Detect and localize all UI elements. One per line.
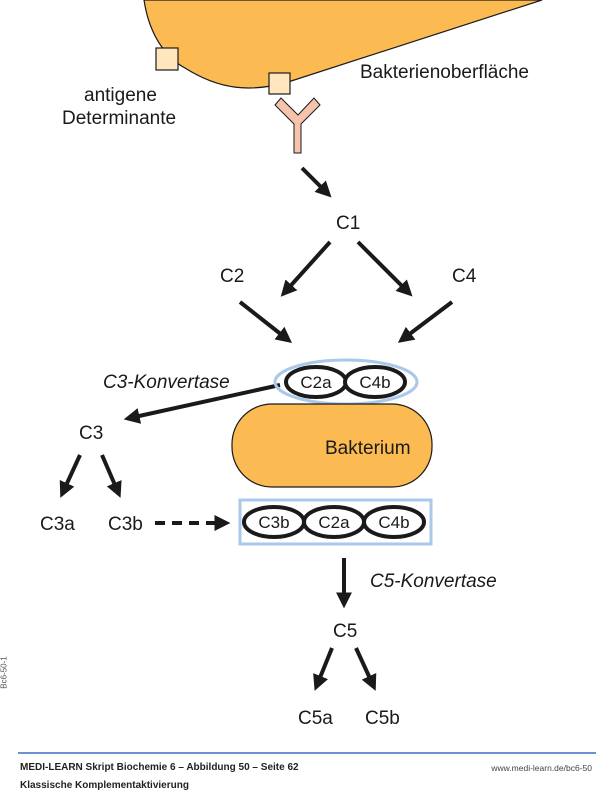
label-c4: C4 (452, 266, 477, 287)
complex-c2a-label: C2a (300, 373, 332, 392)
label-c1: C1 (336, 213, 360, 234)
arrow-c4-complex (397, 300, 454, 343)
complex-c4b-2-label: C4b (378, 513, 409, 532)
footer-title: MEDI-LEARN Skript Biochemie 6 – Abbildun… (20, 762, 299, 773)
label-c3b: C3b (108, 514, 143, 535)
bacterium (231, 403, 433, 488)
label-determinante: Determinante (62, 108, 176, 129)
label-c5-convertase: C5-Konvertase (370, 571, 497, 592)
label-c3-convertase: C3-Konvertase (103, 372, 230, 393)
footer-subtitle: Klassische Komplementaktivierung (20, 780, 189, 791)
arrow-convertase-c3 (123, 383, 281, 424)
antibody-icon (274, 97, 321, 154)
complex-c2a-2-label: C2a (318, 513, 350, 532)
complex-c4b (343, 365, 407, 399)
footer-url[interactable]: www.medi-learn.de/bc6-50 (491, 763, 592, 773)
label-c3a: C3a (40, 514, 75, 535)
complex-c4b-2 (362, 505, 426, 539)
arrow-c1-right (356, 240, 413, 297)
label-antigene: antigene (84, 85, 157, 106)
antigenic-determinant-2 (268, 72, 291, 95)
arrow-c5-c5a (313, 647, 334, 691)
figure-id: Bc6-50-1 (0, 656, 9, 689)
label-c2: C2 (220, 266, 244, 287)
label-bacterium: Bakterium (325, 438, 411, 459)
arrow-antibody-c1 (300, 166, 332, 198)
arrow-c3-c3b (100, 454, 122, 498)
label-surface: Bakterienoberfläche (360, 62, 529, 83)
label-c5: C5 (333, 621, 357, 642)
label-c5a: C5a (298, 708, 333, 729)
arrow-c1-left (280, 240, 332, 297)
arrow-c2-complex (238, 300, 293, 343)
complex-c4b-label: C4b (359, 373, 390, 392)
arrow-c5-c5b (354, 647, 377, 691)
label-c3: C3 (79, 423, 103, 444)
complex-c3b-label: C3b (258, 513, 289, 532)
c5-convertase-outline (238, 498, 433, 546)
arrow-c3-c3a (59, 454, 82, 498)
label-c5b: C5b (365, 708, 400, 729)
antigenic-determinant-1 (155, 47, 179, 71)
